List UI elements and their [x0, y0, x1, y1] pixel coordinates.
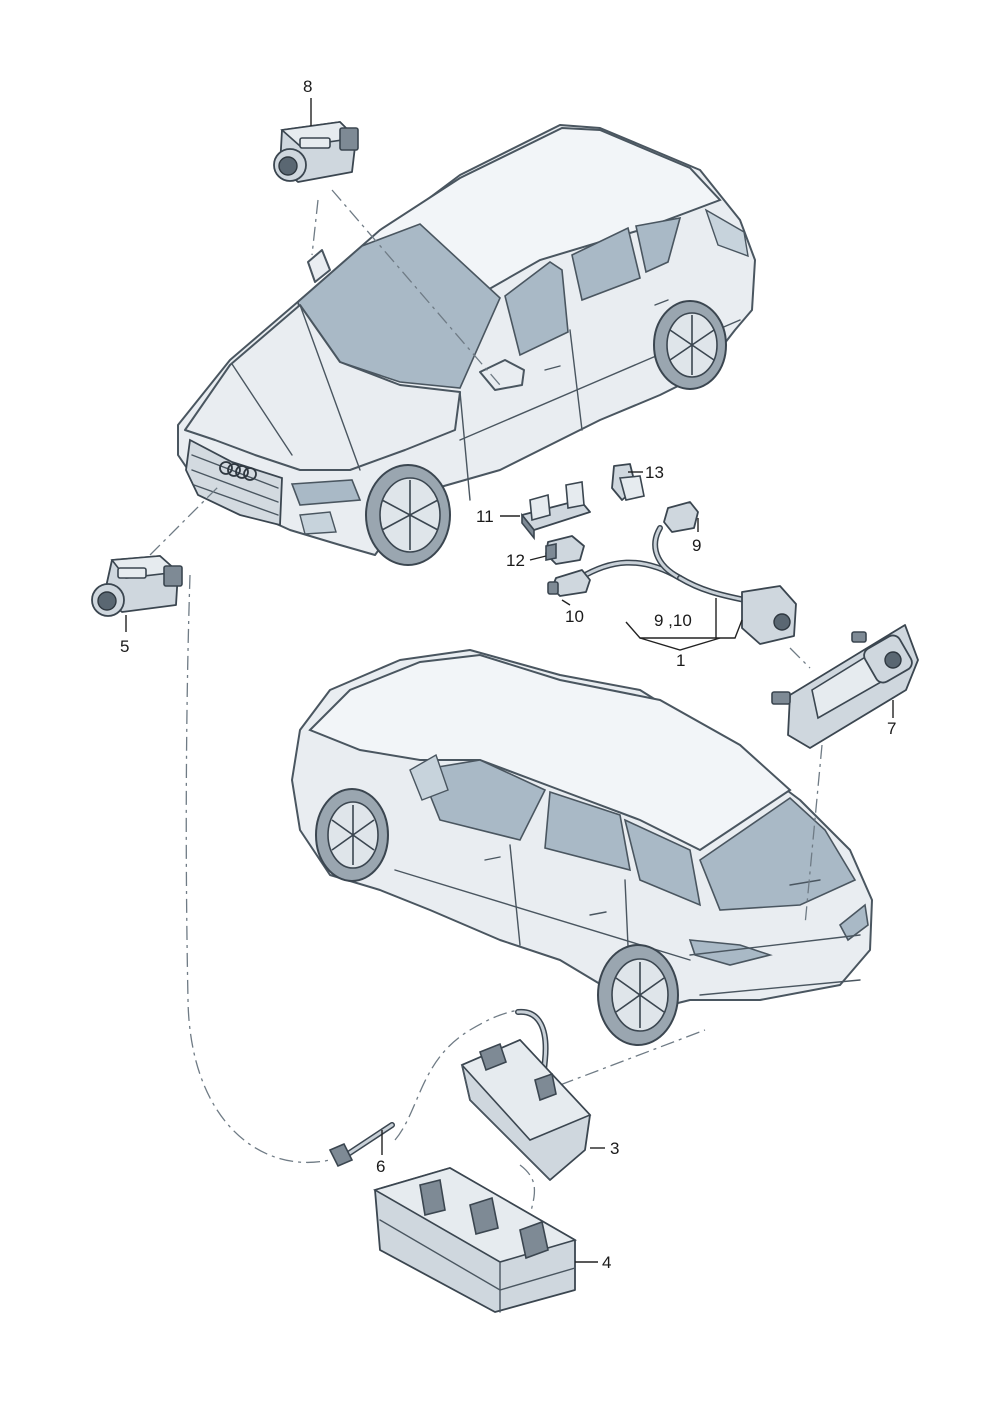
rear-car-wheel-front: [315, 788, 389, 882]
connector-lines: [149, 189, 823, 1216]
callout-10: 10: [565, 607, 584, 626]
part-8-front-camera: [273, 121, 359, 183]
callout-6: 6: [376, 1157, 386, 1176]
callout-9: 9: [692, 536, 702, 555]
four-rings-logo: [219, 461, 257, 481]
callout-5: 5: [120, 637, 130, 656]
part-7-tailgate-handle-camera: [771, 624, 919, 749]
callout-9-10: 9 ,10: [654, 611, 692, 630]
callout-8: 8: [303, 77, 313, 96]
callout-11: 11: [476, 507, 494, 526]
part-11-bracket: [521, 481, 591, 541]
leader-lines: [125, 98, 894, 1263]
callout-1: 1: [676, 651, 686, 670]
part-6-adapter-cable: [328, 1122, 395, 1168]
callout-3: 3: [610, 1139, 620, 1158]
callout-4: 4: [602, 1253, 612, 1272]
part-9-plug: [663, 501, 699, 533]
part-12-connector-housing: [545, 535, 585, 565]
rear-car-illustration: [291, 649, 873, 1046]
part-1-camera-harness: [547, 501, 797, 645]
callout-7: 7: [887, 719, 897, 738]
callout-12: 12: [506, 551, 525, 570]
front-car-wheel-rear: [653, 300, 727, 390]
part-3-control-unit: [460, 1008, 592, 1181]
rear-car-wheel-rear: [597, 944, 679, 1046]
front-car-wheel-front: [365, 464, 451, 566]
callout-13: 13: [645, 463, 664, 482]
grouping-bracket: [625, 598, 743, 651]
harness-rear-camera: [741, 585, 797, 645]
part-13-clip: [611, 463, 645, 501]
part-5-front-camera: [91, 555, 183, 617]
part-4-control-module: [372, 1167, 578, 1313]
front-car-illustration: [177, 124, 756, 566]
